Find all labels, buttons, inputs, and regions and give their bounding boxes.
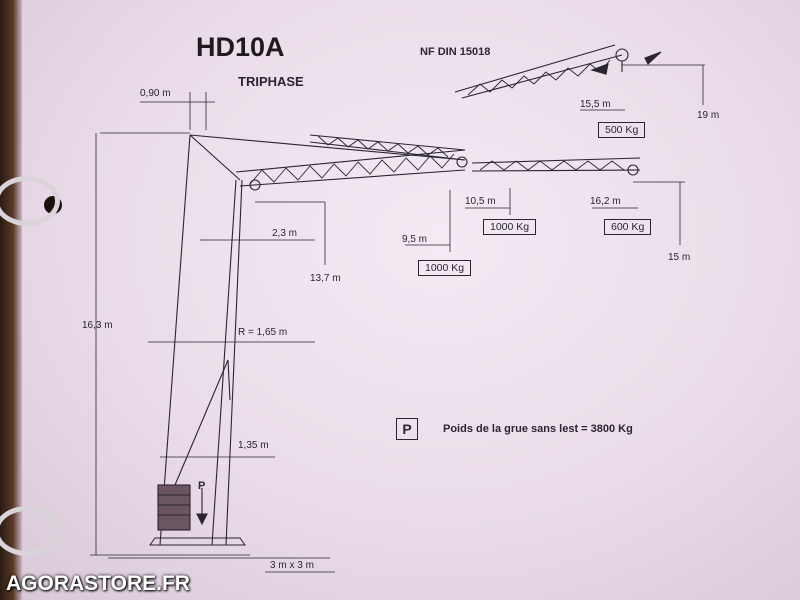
dim-trolley-min: 2,3 m bbox=[272, 228, 298, 239]
dim-reach-min: 9,5 m bbox=[402, 234, 428, 245]
mast-right bbox=[211, 179, 237, 546]
ballast-arrow-label: P bbox=[198, 480, 206, 492]
ballast-note: Poids de la grue sans lest = 3800 Kg bbox=[443, 423, 633, 435]
dim-base-offset: 1,35 m bbox=[238, 440, 269, 451]
power-subtitle: TRIPHASE bbox=[238, 74, 304, 89]
load-box-9-5: 1000 Kg bbox=[418, 260, 472, 276]
model-title: HD10A bbox=[196, 32, 285, 62]
watermark: AGORASTORE.FR bbox=[6, 572, 190, 595]
binder-ring-bottom bbox=[0, 506, 60, 556]
dim-base-size: 3 m x 3 m bbox=[270, 560, 314, 571]
binder-ring-top bbox=[0, 176, 60, 226]
dim-reach-max: 16,2 m bbox=[590, 196, 621, 207]
dim-height-horizontal: 15 m bbox=[668, 252, 691, 263]
dim-top-offset: 0,90 m bbox=[140, 88, 171, 99]
dim-reach-inclined: 15,5 m bbox=[580, 99, 611, 110]
dim-reach-mid: 10,5 m bbox=[465, 196, 496, 207]
mast-left bbox=[159, 134, 191, 546]
norm-label: NF DIN 15018 bbox=[420, 46, 491, 58]
load-box-16-2: 600 Kg bbox=[604, 219, 652, 235]
dim-radius: R = 1,65 m bbox=[238, 327, 288, 338]
tie-rod bbox=[189, 134, 466, 161]
load-box-inclined: 500 Kg bbox=[598, 122, 646, 138]
ballast-symbol-box: P bbox=[396, 418, 418, 440]
dim-total-height: 16,3 m bbox=[82, 320, 113, 331]
dim-hook-height: 13,7 m bbox=[310, 273, 341, 284]
binder-strip bbox=[0, 0, 22, 600]
dim-height-inclined: 19 m bbox=[697, 110, 720, 121]
load-box-10-5: 1000 Kg bbox=[483, 219, 537, 235]
